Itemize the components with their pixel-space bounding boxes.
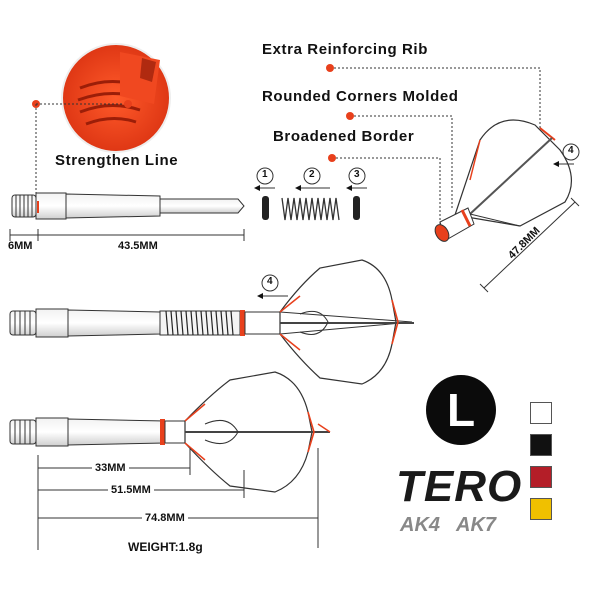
dart-bottom bbox=[9, 371, 331, 493]
step-4-middle: 4 bbox=[267, 276, 273, 287]
dim-51-5mm: 51.5MM bbox=[108, 484, 154, 496]
step-3: 3 bbox=[354, 169, 360, 180]
dim-74-8mm: 74.8MM bbox=[142, 512, 188, 524]
size-letter: L bbox=[446, 384, 476, 436]
flight-angled bbox=[434, 119, 580, 242]
dim-6mm: 6MM bbox=[8, 240, 33, 252]
step-1: 1 bbox=[262, 169, 268, 180]
parts-row bbox=[254, 167, 367, 221]
dim-33mm: 33MM bbox=[92, 462, 129, 474]
step-4-angled: 4 bbox=[568, 145, 574, 156]
dim-43-5mm: 43.5MM bbox=[118, 240, 158, 252]
step-2: 2 bbox=[309, 169, 315, 180]
dart-assembled-spring bbox=[9, 259, 414, 385]
swatch-black bbox=[530, 434, 552, 456]
shaft-top bbox=[11, 192, 245, 220]
label-strengthen-line: Strengthen Line bbox=[55, 152, 179, 169]
spring-icon bbox=[281, 197, 340, 221]
label-rounded-corners: Rounded Corners Molded bbox=[262, 88, 459, 105]
label-broadened-border: Broadened Border bbox=[273, 128, 415, 145]
size-badge: L bbox=[426, 375, 496, 445]
magnified-thread-detail bbox=[61, 43, 171, 153]
swatch-red bbox=[530, 466, 552, 488]
swatch-white bbox=[530, 402, 552, 424]
logo-ak7: AK7 bbox=[456, 514, 497, 536]
weight-label: WEIGHT:1.8g bbox=[128, 540, 203, 554]
brand-logo-tero: TERO bbox=[396, 462, 523, 511]
label-extra-reinforcing-rib: Extra Reinforcing Rib bbox=[262, 41, 428, 58]
logo-ak4: AK4 bbox=[400, 514, 441, 536]
swatch-yellow bbox=[530, 498, 552, 520]
